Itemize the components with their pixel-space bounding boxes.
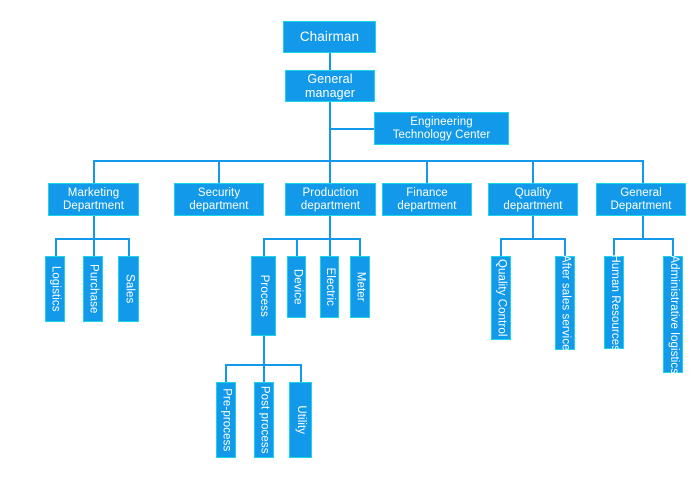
- node-finance-line2: department: [397, 199, 457, 212]
- connector-general-manager-down: [329, 101, 331, 162]
- node-security-label: Security department: [189, 187, 248, 213]
- node-device-label: Device: [291, 269, 304, 305]
- connector-marketing-bus: [55, 238, 129, 240]
- connector-drop-process: [263, 238, 265, 256]
- node-quality-department[interactable]: Quality department: [488, 183, 578, 216]
- connector-quality-down: [532, 216, 534, 238]
- node-purchase-label: Purchase: [87, 264, 100, 314]
- connector-drop-administrative-logistics: [672, 238, 674, 256]
- connector-drop-purchase: [93, 238, 95, 256]
- node-security-line2: department: [189, 199, 249, 212]
- node-pre-process[interactable]: Pre-process: [216, 382, 236, 458]
- node-marketing-line2: Department: [62, 199, 125, 212]
- node-finance-label: Finance department: [397, 187, 456, 213]
- node-post-process[interactable]: Post process: [254, 382, 274, 458]
- node-etc-line1: Engineering: [410, 115, 473, 128]
- node-general-manager-label: General manager: [305, 72, 355, 100]
- node-general-department[interactable]: General Department: [596, 183, 686, 216]
- node-human-resources[interactable]: Human Resources: [604, 254, 624, 351]
- node-quality-line2: department: [503, 199, 563, 212]
- node-sales[interactable]: Sales: [118, 256, 139, 322]
- node-production-line2: department: [300, 199, 361, 212]
- connector-drop-utility: [300, 364, 302, 382]
- node-quality-control-label: Quality Control: [495, 259, 508, 337]
- connector-chairman-to-general-manager: [329, 53, 331, 71]
- node-general-dept-label: General Department: [610, 187, 671, 213]
- connector-drop-quality-control: [500, 238, 502, 256]
- node-sales-label: Sales: [123, 274, 136, 304]
- connector-production-down: [329, 216, 331, 238]
- node-electric[interactable]: Electric: [320, 256, 339, 318]
- connector-production-bus: [263, 238, 361, 240]
- node-quality-label: Quality department: [503, 187, 562, 213]
- connector-drop-finance: [426, 160, 428, 183]
- node-device[interactable]: Device: [287, 256, 306, 318]
- node-administrative-logistics-label: Administrative logistics: [667, 255, 680, 374]
- connector-drop-pre-process: [225, 364, 227, 382]
- connector-drop-quality: [532, 160, 534, 183]
- connector-drop-post-process: [263, 364, 265, 382]
- connector-drop-security: [218, 160, 220, 183]
- node-security-line1: Security: [197, 186, 241, 199]
- node-general-manager-line1: General: [307, 72, 353, 86]
- node-etc-label: Engineering Technology Center: [393, 116, 491, 142]
- node-after-sales-service[interactable]: After sales service: [555, 255, 575, 351]
- node-general-dept-line1: General: [620, 186, 662, 199]
- node-general-manager[interactable]: General manager: [285, 70, 375, 102]
- node-electric-label: Electric: [324, 267, 337, 307]
- node-utility-label: Utility: [295, 405, 308, 435]
- connector-drop-logistics: [55, 238, 57, 256]
- connector-quality-bus: [500, 238, 566, 240]
- node-production-label: Production department: [301, 187, 360, 213]
- node-general-manager-line2: manager: [304, 86, 356, 100]
- node-security-department[interactable]: Security department: [174, 183, 264, 216]
- connector-general-down: [642, 216, 644, 238]
- node-process-label: Process: [258, 274, 271, 318]
- node-finance-department[interactable]: Finance department: [382, 183, 472, 216]
- node-quality-line1: Quality: [514, 186, 552, 199]
- node-after-sales-service-label: After sales service: [559, 255, 572, 351]
- node-administrative-logistics[interactable]: Administrative logistics: [663, 255, 683, 374]
- connector-general-manager-to-etc: [329, 128, 375, 130]
- connector-drop-general: [642, 160, 644, 183]
- node-utility[interactable]: Utility: [289, 382, 312, 458]
- connector-process-down: [263, 336, 265, 364]
- node-marketing-department[interactable]: Marketing Department: [48, 183, 139, 216]
- node-chairman-label: Chairman: [299, 29, 360, 45]
- node-meter-label: Meter: [354, 272, 367, 302]
- node-chairman[interactable]: Chairman: [283, 21, 376, 53]
- node-marketing-line1: Marketing: [67, 186, 120, 199]
- node-logistics-label: Logistics: [49, 266, 62, 312]
- node-engineering-technology-center[interactable]: Engineering Technology Center: [374, 112, 509, 145]
- node-etc-line2: Technology Center: [392, 128, 491, 141]
- connector-marketing-down: [93, 216, 95, 238]
- node-human-resources-label: Human Resources: [608, 254, 621, 351]
- connector-drop-after-sales: [564, 238, 566, 256]
- connector-drop-meter: [359, 238, 361, 256]
- node-general-dept-line2: Department: [610, 199, 672, 212]
- connector-drop-production: [329, 160, 331, 183]
- connector-drop-electric: [329, 238, 331, 256]
- connector-drop-human-resources: [613, 238, 615, 256]
- node-logistics[interactable]: Logistics: [45, 256, 65, 322]
- connector-drop-sales: [128, 238, 130, 256]
- node-purchase[interactable]: Purchase: [83, 256, 103, 322]
- node-pre-process-label: Pre-process: [220, 388, 233, 452]
- node-process[interactable]: Process: [251, 256, 276, 336]
- connector-drop-marketing: [93, 160, 95, 183]
- node-meter[interactable]: Meter: [350, 256, 370, 318]
- node-marketing-label: Marketing Department: [63, 187, 124, 213]
- connector-general-bus: [613, 238, 674, 240]
- node-production-line1: Production: [302, 186, 359, 199]
- node-production-department[interactable]: Production department: [285, 183, 376, 216]
- connector-drop-device: [296, 238, 298, 256]
- node-quality-control[interactable]: Quality Control: [491, 256, 511, 340]
- node-post-process-label: Post process: [258, 386, 271, 454]
- node-finance-line1: Finance: [406, 186, 448, 199]
- connector-level3-bus: [93, 160, 644, 162]
